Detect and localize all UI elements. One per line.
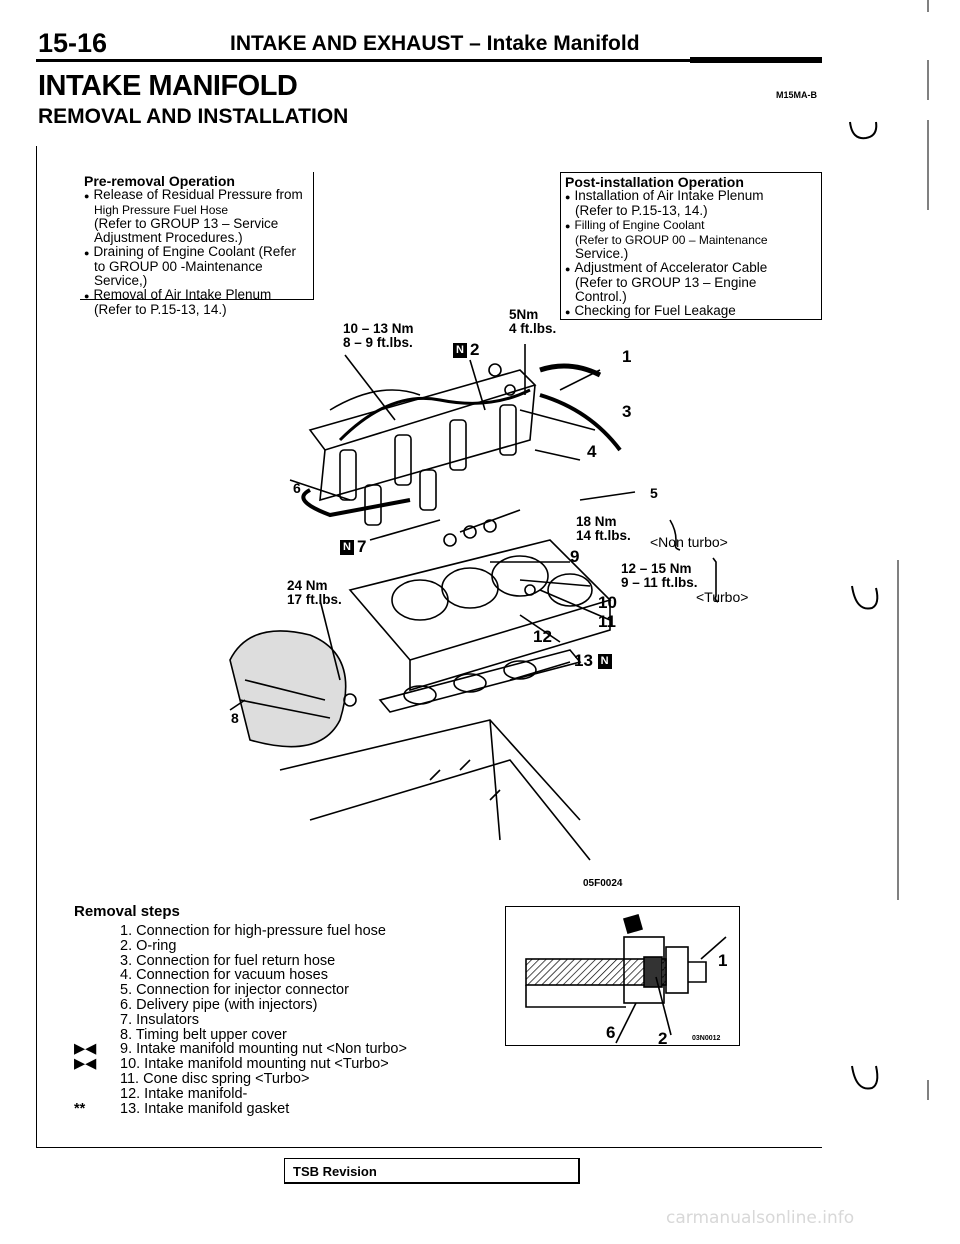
post-installation-item: Installation of Air Intake Plenum: [565, 189, 817, 204]
detail-figure: 1 6 2 03N0012: [505, 906, 740, 1048]
post-installation-detail: Control.): [575, 289, 627, 304]
removal-step: 4. Connection for vacuum hoses: [120, 967, 328, 984]
footer-rule: [36, 1147, 822, 1148]
callout-label: 4: [587, 442, 597, 461]
pre-removal-detail: (Refer to GROUP 13 – Service: [94, 216, 279, 231]
callout-label: 6: [293, 480, 301, 496]
removal-step: ▶◀9. Intake manifold mounting nut <Non t…: [74, 1041, 407, 1058]
margin-rule: [36, 146, 37, 1147]
post-installation-item: Adjustment of Accelerator Cable: [565, 261, 817, 276]
post-installation-item: Filling of Engine Coolant: [565, 218, 817, 233]
removal-step: 5. Connection for injector connector: [120, 982, 349, 999]
removal-step: 6. Delivery pipe (with injectors): [120, 996, 318, 1013]
callout-label: 8: [231, 710, 239, 726]
header-rule-accent: [690, 57, 822, 63]
pre-removal-detail: High Pressure Fuel Hose: [94, 203, 229, 217]
post-installation-detail: (Refer to GROUP 00 – Maintenance: [575, 233, 768, 247]
page-number: 15-16: [38, 28, 108, 58]
pre-removal-box: Pre-removal Operation Release of Residua…: [80, 172, 314, 317]
detail-callout: 2: [658, 1029, 668, 1048]
figure-code: 05F0024: [583, 878, 623, 889]
post-installation-box: Post-installation Operation Installation…: [560, 172, 822, 320]
watermark: carmanualsonline.info: [666, 1208, 855, 1228]
callout-label: 9: [570, 547, 580, 566]
removal-step: 1. Connection for high-pressure fuel hos…: [120, 923, 386, 939]
callout-label: 1: [622, 347, 632, 366]
post-installation-detail: (Refer to GROUP 13 – Engine: [575, 275, 757, 290]
removal-step: 12. Intake manifold-: [120, 1085, 248, 1102]
pre-removal-heading: Pre-removal Operation: [84, 173, 235, 189]
tsb-revision-box: TSB Revision: [284, 1158, 580, 1184]
post-installation-detail: (Refer to P.15-13, 14.): [575, 203, 708, 218]
intake-manifold-exploded-view-icon: [229, 344, 719, 861]
removal-step: 3. Connection for fuel return hose: [120, 952, 336, 969]
post-installation-heading: Post-installation Operation: [565, 174, 744, 190]
pre-removal-item: Removal of Air Intake Plenum: [84, 288, 309, 303]
callout-label: 13 N: [574, 651, 615, 671]
pre-removal-item: Draining of Engine Coolant (Refer: [84, 245, 309, 260]
removal-step: 2. O-ring: [120, 937, 177, 954]
callout-label: 3: [622, 402, 632, 421]
detail-figure-code: 03N0012: [692, 1035, 721, 1042]
removal-step: 8. Timing belt upper cover: [120, 1026, 287, 1043]
post-installation-detail: Service.): [575, 246, 629, 261]
removal-step: 7. Insulators: [120, 1011, 199, 1028]
pre-removal-item: Release of Residual Pressure from: [84, 188, 309, 203]
post-installation-item: Checking for Fuel Leakage: [565, 304, 817, 319]
running-title: INTAKE AND EXHAUST – Intake Manifold: [230, 32, 640, 55]
callout-label: 12: [533, 627, 552, 646]
pre-removal-detail: Adjustment Procedures.): [94, 230, 243, 245]
removal-steps-list: 1. Connection for high-pressure fuel hos…: [74, 924, 407, 1116]
section-title: INTAKE MANIFOLD: [38, 70, 298, 102]
callout-label: 11: [598, 612, 616, 631]
pre-removal-detail: to GROUP 00 -Maintenance Service,): [94, 259, 263, 288]
detail-callout: 6: [606, 1023, 616, 1042]
detail-callout: 1: [718, 951, 728, 970]
pre-removal-detail: (Refer to P.15-13, 14.): [94, 302, 227, 317]
header-rule: [36, 59, 822, 62]
fuel-hose-connection-detail-icon: [525, 914, 727, 1044]
removal-step: 11. Cone disc spring <Turbo>: [120, 1070, 310, 1087]
callout-label: 10: [598, 593, 617, 612]
turbo-bracket-label: <Turbo>: [696, 589, 749, 605]
removal-step: ▶◀10. Intake manifold mounting nut <Turb…: [74, 1056, 389, 1073]
callout-label: 5: [650, 485, 658, 501]
section-code: M15MA-B: [776, 90, 818, 100]
binder-marks-icon: [849, 0, 929, 1100]
removal-steps-heading: Removal steps: [74, 903, 180, 920]
removal-step: **13. Intake manifold gasket: [74, 1100, 290, 1117]
section-subtitle: REMOVAL AND INSTALLATION: [38, 105, 349, 128]
non-turbo-bracket-label: <Non turbo>: [650, 534, 728, 550]
